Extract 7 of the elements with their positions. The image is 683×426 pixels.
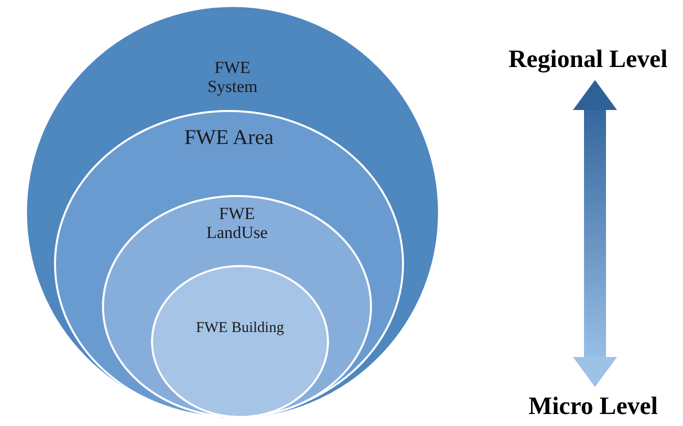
- double-arrow: [573, 80, 617, 387]
- level-label: Micro Level: [528, 393, 658, 421]
- circle-label: FWE Area: [184, 126, 274, 150]
- circle-label: FWE Building: [195, 320, 285, 336]
- circle-label: FWE LandUse: [205, 205, 269, 242]
- circle-label: FWE System: [206, 59, 259, 96]
- level-label: Regional Level: [508, 46, 668, 74]
